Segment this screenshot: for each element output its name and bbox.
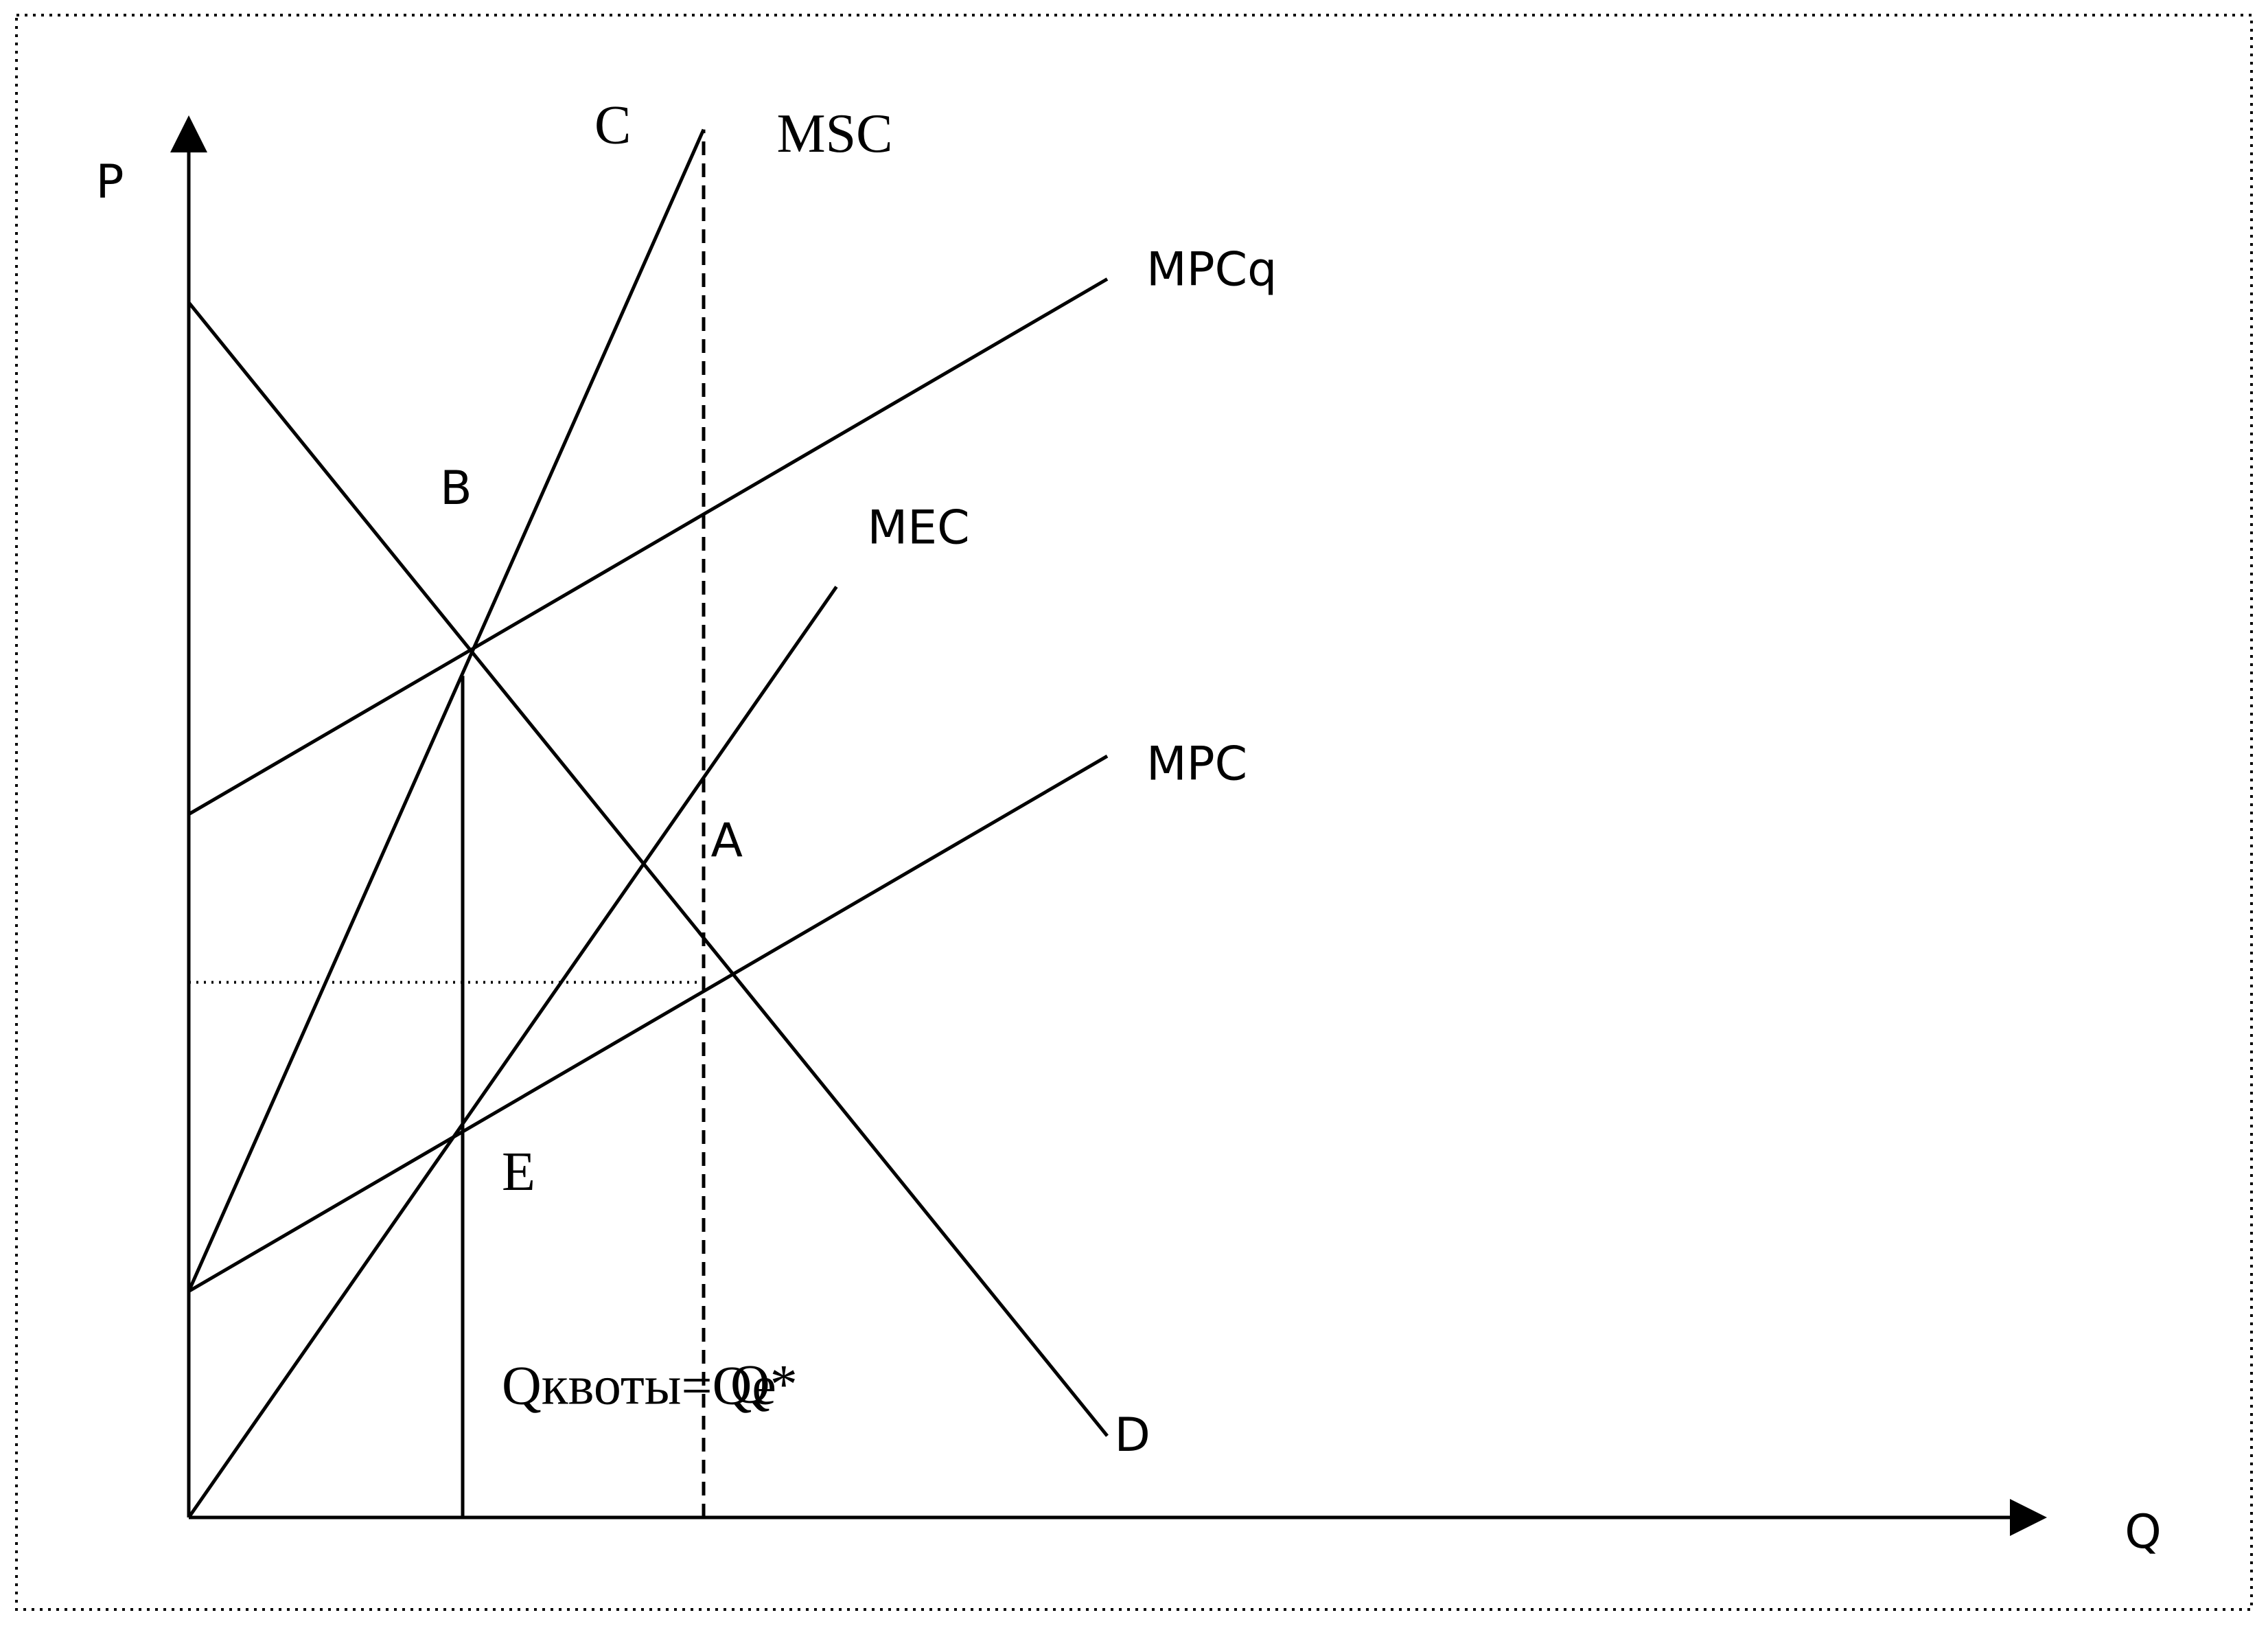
annotation-e: E bbox=[502, 1142, 535, 1202]
series-line-mpcq bbox=[187, 277, 1109, 816]
series-line-mpc bbox=[187, 755, 1109, 1293]
dotted-frame bbox=[15, 14, 2253, 1611]
lines-layer bbox=[187, 128, 1109, 1519]
x-axis-label: Q bbox=[2125, 1505, 2162, 1559]
annotation-mec: MEC bbox=[868, 501, 970, 555]
annotation-c: C bbox=[594, 95, 631, 155]
series-line-msc bbox=[187, 128, 706, 1292]
y-axis-label: P bbox=[95, 155, 124, 209]
series-line-mec bbox=[187, 586, 838, 1519]
annotation-a: A bbox=[711, 814, 743, 868]
annotation-d: D bbox=[1115, 1408, 1150, 1463]
y-axis-arrowhead bbox=[170, 115, 207, 152]
annotation-q-star: Q* bbox=[730, 1355, 798, 1415]
annotation-msc: MSC bbox=[777, 104, 893, 164]
annotation-mpc: MPC bbox=[1146, 737, 1247, 791]
x-axis-arrowhead bbox=[2010, 1499, 2047, 1536]
annotation-mpcq: MPCq bbox=[1146, 242, 1277, 297]
annotation-quota-qe: Qквоты=Qe bbox=[502, 1355, 776, 1416]
series-line-d bbox=[187, 301, 1109, 1437]
annotation-b: B bbox=[440, 461, 472, 516]
